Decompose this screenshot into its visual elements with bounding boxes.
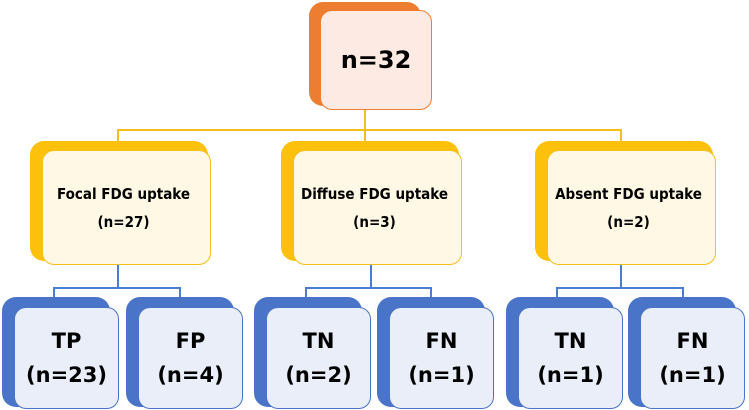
leaf-label: TP — [51, 329, 82, 353]
category-node-panel: Diffuse FDG uptake (n=3) — [293, 150, 462, 265]
leaf-label: FN — [425, 329, 458, 353]
leaf-count: (n=23) — [26, 363, 107, 387]
focal-stem-connector — [117, 262, 119, 288]
root-node-label: n=32 — [340, 46, 412, 74]
focal-bus-connector — [53, 287, 181, 289]
leaf-node-panel: FN (n=1) — [640, 307, 745, 409]
category-drop-3-connector — [620, 129, 622, 143]
leaf-label: TN — [554, 329, 587, 353]
category-bus-connector — [117, 129, 622, 131]
category-title: Absent FDG uptake — [555, 184, 702, 203]
root-node-panel: n=32 — [320, 10, 432, 110]
absent-drop-right-connector — [682, 287, 684, 300]
leaf-node-panel: TN (n=1) — [518, 307, 623, 409]
leaf-count: (n=1) — [659, 363, 726, 387]
focal-drop-right-connector — [179, 287, 181, 300]
diffuse-drop-left-connector — [305, 287, 307, 300]
leaf-node-panel: FN (n=1) — [389, 307, 494, 409]
category-count: (n=2) — [607, 212, 650, 231]
leaf-count: (n=2) — [285, 363, 352, 387]
leaf-label: FP — [175, 329, 206, 353]
category-title: Diffuse FDG uptake — [300, 184, 448, 203]
category-node-panel: Absent FDG uptake (n=2) — [547, 150, 716, 265]
leaf-label: FN — [676, 329, 709, 353]
absent-bus-connector — [556, 287, 684, 289]
absent-drop-left-connector — [556, 287, 558, 300]
leaf-count: (n=1) — [537, 363, 604, 387]
diffuse-drop-right-connector — [430, 287, 432, 300]
category-drop-2-connector — [364, 129, 366, 143]
leaf-node-panel: FP (n=4) — [138, 307, 243, 409]
leaf-node-panel: TN (n=2) — [266, 307, 371, 409]
leaf-count: (n=4) — [157, 363, 224, 387]
category-count: (n=3) — [353, 212, 396, 231]
category-node-panel: Focal FDG uptake (n=27) — [42, 150, 211, 265]
leaf-count: (n=1) — [408, 363, 475, 387]
category-drop-1-connector — [117, 129, 119, 143]
focal-drop-left-connector — [53, 287, 55, 300]
absent-stem-connector — [620, 262, 622, 288]
category-count: (n=27) — [97, 212, 150, 231]
root-stem-connector — [364, 110, 366, 130]
leaf-node-panel: TP (n=23) — [14, 307, 119, 409]
category-title: Focal FDG uptake — [56, 184, 191, 203]
diffuse-bus-connector — [305, 287, 432, 289]
diffuse-stem-connector — [370, 262, 372, 288]
leaf-label: TN — [302, 329, 335, 353]
